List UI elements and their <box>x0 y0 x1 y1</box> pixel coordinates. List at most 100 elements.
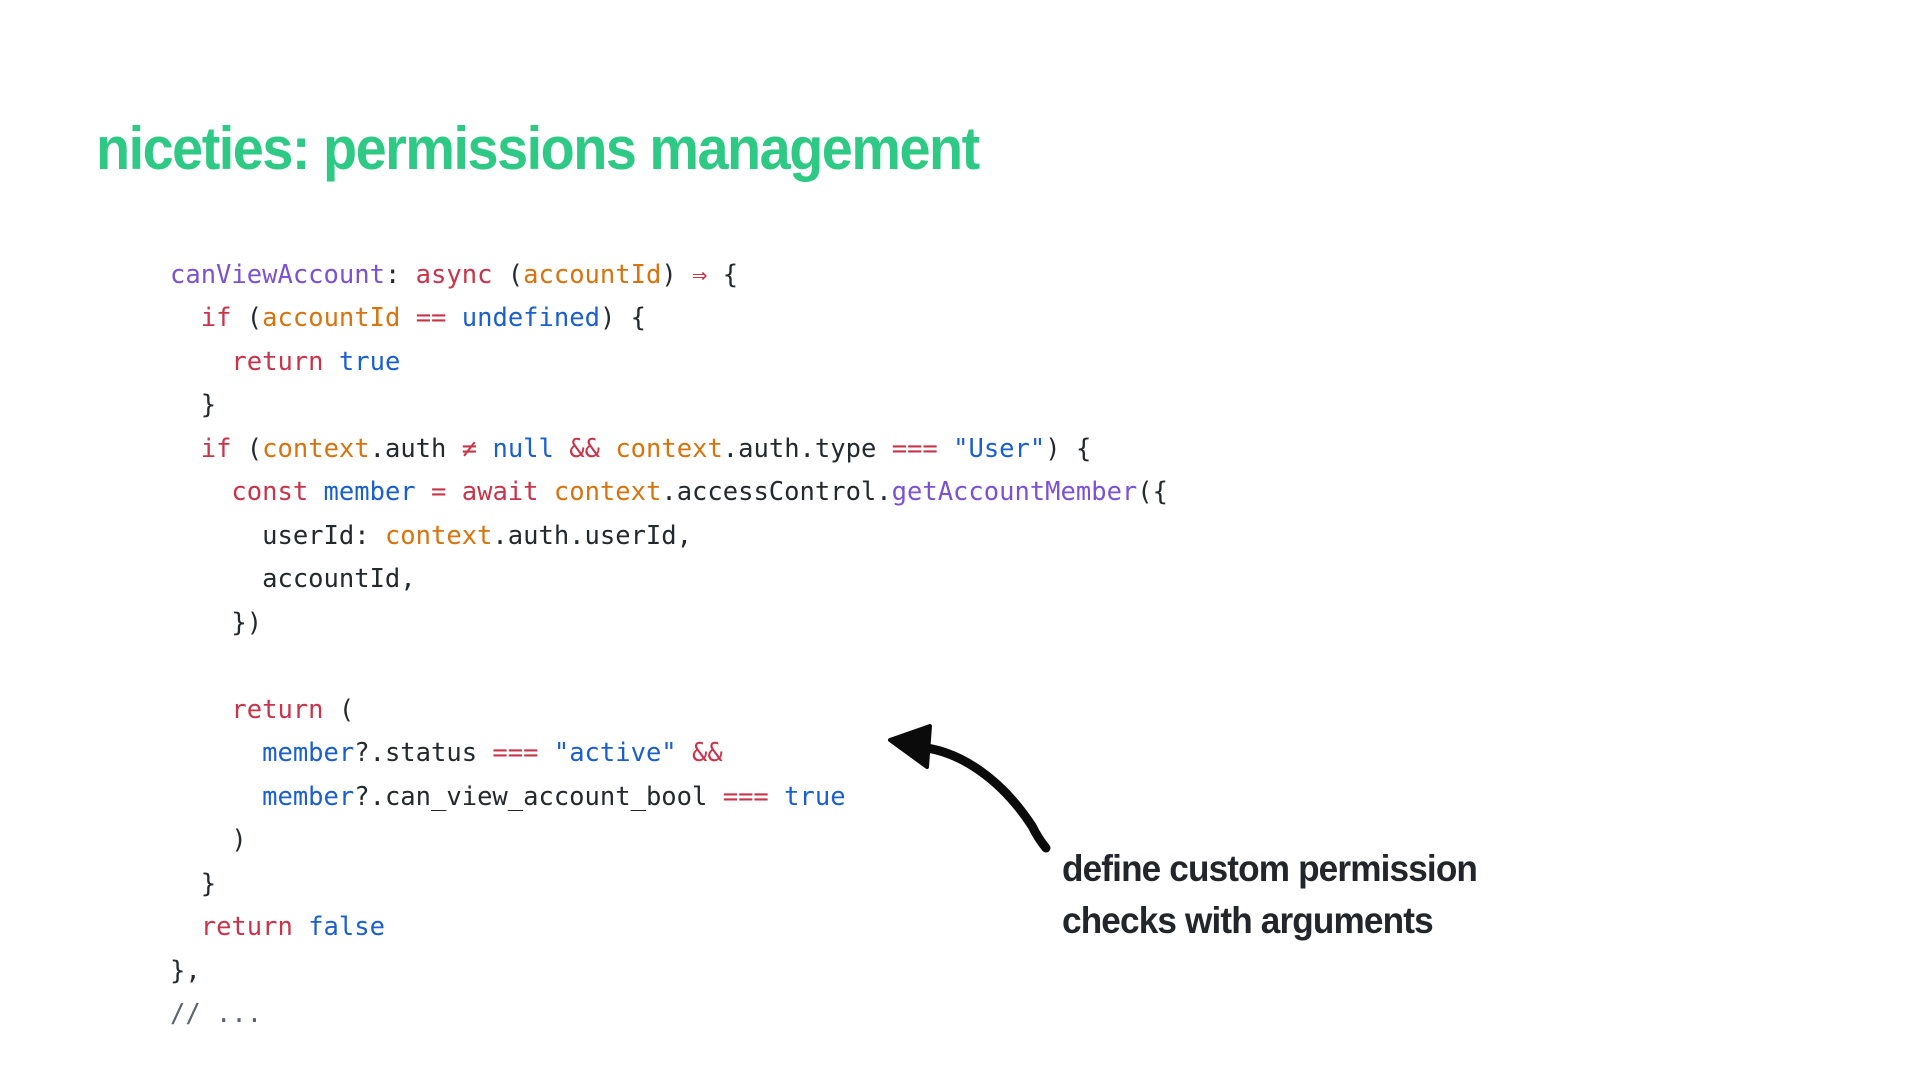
code-token: && <box>692 738 723 768</box>
curved-arrow-left-icon <box>888 724 1051 853</box>
code-token <box>400 303 415 333</box>
code-token <box>293 912 308 942</box>
code-snippet: canViewAccount: async (accountId) ⇒ { if… <box>170 254 1168 1037</box>
code-token: null <box>492 433 554 464</box>
code-token: member <box>262 781 355 812</box>
code-token: const <box>231 477 309 507</box>
page-title: niceties: permissions management <box>96 115 980 183</box>
annotation-line-2: checks with arguments <box>1062 900 1434 941</box>
code-token: } <box>170 390 217 420</box>
code-token: accountId <box>523 259 662 290</box>
code-token <box>170 303 201 333</box>
code-token: member <box>323 477 416 507</box>
code-token: if <box>200 433 232 464</box>
code-token: ?.status <box>354 738 493 768</box>
code-token: }) <box>170 607 263 638</box>
code-token <box>416 477 431 507</box>
code-token: context <box>262 433 370 464</box>
code-line: }, <box>170 950 1168 994</box>
code-token <box>170 434 201 464</box>
code-line: } <box>170 863 1168 907</box>
code-token: // ... <box>170 999 263 1029</box>
code-token <box>477 434 492 464</box>
code-token <box>170 695 231 725</box>
code-token: member <box>262 738 355 768</box>
code-token: ≠ <box>461 433 478 464</box>
code-token: async <box>415 259 493 290</box>
code-token <box>170 912 201 942</box>
code-token: : <box>384 259 416 290</box>
code-line: member?.can_view_account_bool === true <box>170 776 1168 820</box>
code-line <box>170 645 1168 689</box>
code-token: await <box>461 477 539 507</box>
code-token: ( <box>231 433 263 464</box>
code-token: ⇒ <box>692 259 708 290</box>
annotation-callout: define custom permission checks with arg… <box>1062 843 1478 947</box>
code-token: "active" <box>553 738 677 768</box>
code-token: .auth <box>369 433 462 464</box>
code-token <box>938 434 953 464</box>
code-token: === <box>722 781 769 812</box>
code-token: === <box>891 433 938 464</box>
code-token: { <box>707 259 739 290</box>
code-line: }) <box>170 602 1168 646</box>
code-token: false <box>308 912 385 942</box>
code-token: }, <box>170 955 201 986</box>
code-token: if <box>200 303 232 333</box>
code-token: accountId <box>262 303 401 333</box>
code-line: return true <box>170 341 1168 385</box>
code-token <box>170 738 262 768</box>
code-token: userId: <box>170 520 385 551</box>
code-token: context <box>553 477 662 507</box>
code-line: if (context.auth ≠ null && context.auth.… <box>170 428 1168 472</box>
code-token: true <box>338 346 401 377</box>
code-line: member?.status === "active" && <box>170 732 1168 776</box>
code-line: } <box>170 384 1168 428</box>
code-token: undefined <box>461 303 600 333</box>
code-token <box>769 782 784 812</box>
code-token: ) { <box>599 303 646 333</box>
code-token: ) { <box>1045 433 1092 464</box>
code-token: == <box>415 303 447 333</box>
code-token: return <box>231 694 324 725</box>
code-token <box>677 738 692 768</box>
code-token: .auth.userId, <box>492 520 692 551</box>
code-token: ({ <box>1137 477 1168 507</box>
code-token <box>554 434 569 464</box>
code-token: return <box>200 912 293 942</box>
code-token <box>446 303 461 333</box>
code-line: ) <box>170 819 1168 863</box>
code-token <box>170 477 231 507</box>
code-token: ( <box>323 694 355 725</box>
code-token: return <box>231 346 324 377</box>
code-token <box>538 738 553 768</box>
code-token <box>308 477 323 507</box>
code-token: && <box>569 433 600 464</box>
code-token: .accessControl. <box>661 477 892 507</box>
annotation-line-1: define custom permission <box>1062 848 1478 889</box>
code-token: .auth.type <box>722 433 892 464</box>
code-token <box>446 477 461 507</box>
code-token <box>324 347 339 377</box>
code-token: context <box>384 520 493 551</box>
code-token: ?.can_view_account_bool <box>354 781 723 812</box>
code-token <box>600 434 615 464</box>
code-line: // ... <box>170 993 1168 1037</box>
code-token: getAccountMember <box>891 477 1138 507</box>
code-token: } <box>170 868 217 899</box>
code-token: ) <box>170 825 247 855</box>
code-token: "User" <box>953 433 1046 464</box>
code-line: return ( <box>170 689 1168 733</box>
code-token <box>539 477 554 507</box>
code-token: true <box>784 781 846 812</box>
code-token: canViewAccount <box>170 259 385 290</box>
code-line: if (accountId == undefined) { <box>170 297 1168 341</box>
code-line: accountId, <box>170 558 1168 602</box>
code-token <box>170 347 231 377</box>
code-line: userId: context.auth.userId, <box>170 515 1168 559</box>
code-token: === <box>492 738 539 768</box>
code-line: const member = await context.accessContr… <box>170 471 1168 515</box>
code-token: ( <box>231 303 263 333</box>
code-token: ) <box>661 259 693 290</box>
code-token: = <box>431 477 447 507</box>
